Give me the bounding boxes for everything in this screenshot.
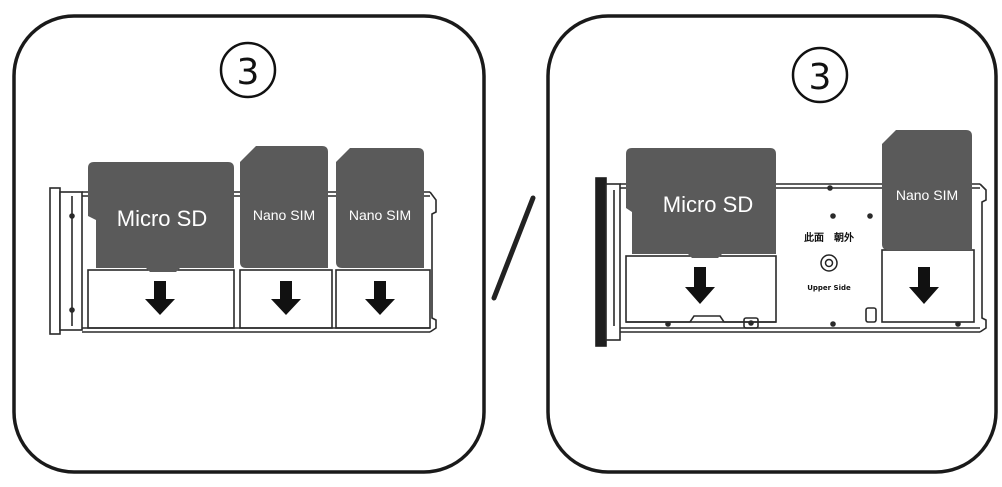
circled-number-icon [791,46,849,104]
micro-sd-label: Micro SD [663,192,753,217]
left-panel-frame [12,14,486,474]
step-number-badge: 3 [219,41,277,99]
micro-sd-card-left: Micro SD [88,162,234,272]
down-arrow-icon [365,281,395,315]
separator-slash [491,195,536,301]
sim-tray [49,187,437,335]
tray-marking: 此面 朝外 Upper Side [804,231,854,292]
right-panel-frame [546,14,998,474]
tray-text-cjk: 此面 朝外 [804,231,854,244]
down-arrow-icon [271,281,301,315]
nano-sim-card-left-2: Nano SIM [336,148,424,268]
nano-sim-card-right: Nano SIM [882,130,972,250]
nano-sim-card-left-1: Nano SIM [240,146,328,268]
nano-sim-label: Nano SIM [896,187,958,203]
circled-number-icon [219,41,277,99]
step-number-badge: 3 [791,46,849,104]
target-icon [820,254,838,272]
step-number: 3 [237,52,260,93]
nano-sim-label-2: Nano SIM [349,207,411,223]
tray-text-upper-side: Upper Side [807,284,851,292]
step-number: 3 [809,57,832,98]
down-arrow-icon [685,267,715,304]
micro-sd-card-right: Micro SD [626,148,776,258]
right-panel: 3 此面 朝外 [546,14,998,474]
down-arrow-icon [909,267,939,304]
nano-sim-label-1: Nano SIM [253,207,315,223]
down-arrow-icon [145,281,175,315]
left-panel: 3 Micro SD Nano SIM [12,14,486,474]
micro-sd-label: Micro SD [117,206,207,231]
